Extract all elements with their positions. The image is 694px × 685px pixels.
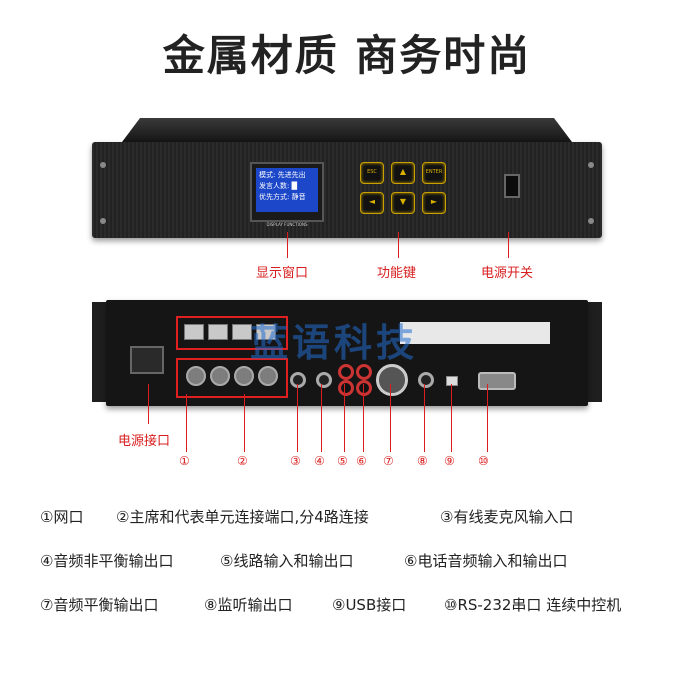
marker-9: ⑨ xyxy=(444,454,455,468)
warning-label xyxy=(400,322,550,344)
unit-port xyxy=(210,366,230,386)
marker-8: ⑧ xyxy=(417,454,428,468)
network-port-group xyxy=(176,316,288,350)
monitor-output xyxy=(418,372,434,388)
key-left[interactable]: ◄ xyxy=(360,192,384,214)
display-window: 模式: 先进先出 发言人数: █ 优先方式: 静音 DISPLAY FUNCTI… xyxy=(250,162,324,227)
lcd-line: 模式: 先进先出 xyxy=(259,171,306,179)
marker-7: ⑦ xyxy=(383,454,394,468)
page-title: 金属材质 商务时尚 xyxy=(162,31,532,80)
lcd-line: 发言人数: █ xyxy=(259,182,297,190)
label-function-keys: 功能键 xyxy=(377,266,417,281)
marker-2: ② xyxy=(237,454,248,468)
network-port xyxy=(232,324,252,340)
marker-10: ⑩ xyxy=(478,454,489,468)
line-in-out xyxy=(338,380,354,396)
rs232-port xyxy=(478,372,516,390)
key-right[interactable]: ► xyxy=(422,192,446,214)
lcd-screen: 模式: 先进先出 发言人数: █ 优先方式: 静音 xyxy=(256,168,318,212)
key-enter[interactable]: ENTER xyxy=(422,162,446,184)
key-up[interactable]: ▲ xyxy=(391,162,415,184)
telephone-in-out xyxy=(356,364,372,380)
front-panel: 模式: 先进先出 发言人数: █ 优先方式: 静音 DISPLAY FUNCTI… xyxy=(92,118,602,243)
network-port xyxy=(184,324,204,340)
lcd-line: 优先方式: 静音 xyxy=(259,193,306,201)
marker-4: ④ xyxy=(314,454,325,468)
screw xyxy=(588,218,594,224)
unit-port-group xyxy=(176,358,288,398)
label-power-switch: 电源开关 xyxy=(481,266,534,281)
mic-input xyxy=(290,372,306,388)
power-socket xyxy=(130,346,164,374)
screw xyxy=(588,162,594,168)
desc-unit-port: ②主席和代表单元连接端口,分4路连接 xyxy=(116,508,369,526)
key-down[interactable]: ▼ xyxy=(391,192,415,214)
screw xyxy=(100,162,106,168)
lcd-caption: DISPLAY FUNCTIONS xyxy=(266,222,308,227)
desc-unbalanced-output: ④音频非平衡输出口 xyxy=(40,552,174,570)
power-switch[interactable] xyxy=(504,174,520,198)
desc-network-port: ①网口 xyxy=(40,508,84,526)
marker-3: ③ xyxy=(290,454,301,468)
line-in-out xyxy=(338,364,354,380)
marker-5: ⑤ xyxy=(337,454,348,468)
label-power-input: 电源接口 xyxy=(118,434,171,449)
key-esc[interactable]: ESC xyxy=(360,162,384,184)
network-port xyxy=(256,324,276,340)
unit-port xyxy=(258,366,278,386)
telephone-in-out xyxy=(356,380,372,396)
usb-port xyxy=(446,376,458,386)
rear-panel xyxy=(92,300,602,410)
screw xyxy=(100,218,106,224)
desc-monitor-output: ⑧监听输出口 xyxy=(204,596,293,614)
marker-1: ① xyxy=(179,454,190,468)
function-keys: ESC ▲ ENTER ◄ ▼ ► xyxy=(360,162,446,224)
desc-balanced-output: ⑦音频平衡输出口 xyxy=(40,596,159,614)
balanced-output xyxy=(376,364,408,396)
unit-port xyxy=(186,366,206,386)
desc-usb-port: ⑨USB接口 xyxy=(332,596,407,614)
label-display-window: 显示窗口 xyxy=(256,266,309,281)
desc-telephone-in-out: ⑥电话音频输入和输出口 xyxy=(404,552,568,570)
desc-rs232-port: ⑩RS-232串口 连续中控机 xyxy=(444,596,622,614)
network-port xyxy=(208,324,228,340)
marker-6: ⑥ xyxy=(356,454,367,468)
watermark: 蓝语科技 xyxy=(250,321,419,365)
desc-line-in-out: ⑤线路输入和输出口 xyxy=(220,552,354,570)
unbalanced-output xyxy=(316,372,332,388)
unit-port xyxy=(234,366,254,386)
desc-mic-input: ③有线麦克风输入口 xyxy=(440,508,574,526)
